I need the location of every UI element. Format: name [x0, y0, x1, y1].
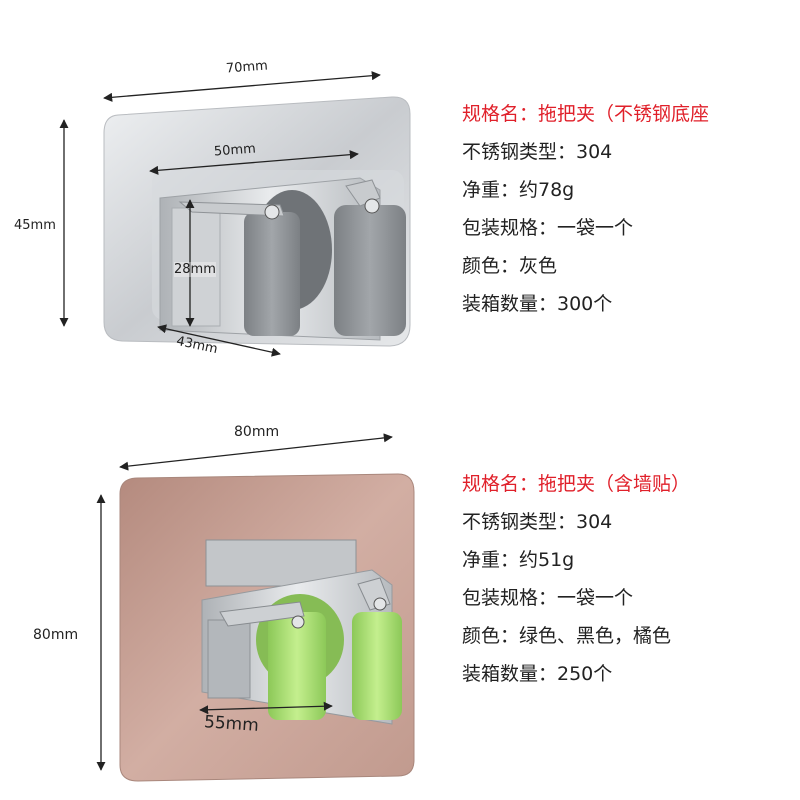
spec-weight: 净重：约78g	[462, 179, 575, 201]
spec-steel-type: 不锈钢类型：304	[462, 511, 613, 533]
screw-right	[364, 198, 380, 214]
dim-line-inner-width	[199, 701, 333, 715]
spec-panel-1: 规格名：拖把夹（不锈钢底座 不锈钢类型：304 净重：约78g 包装规格：一袋一…	[462, 95, 709, 323]
roller-left	[268, 612, 326, 720]
spec-panel-2: 规格名：拖把夹（含墙贴） 不锈钢类型：304 净重：约51g 包装规格：一袋一个…	[462, 465, 690, 693]
roller-left	[244, 212, 300, 336]
dim-label-width: 70mm	[225, 58, 269, 77]
spec-packaging: 包装规格：一袋一个	[462, 217, 634, 239]
dim-label-inner-width: 55mm	[203, 712, 260, 736]
lever-left	[219, 601, 305, 627]
spec-name: 规格名：拖把夹（不锈钢底座	[462, 103, 710, 125]
dim-label-width: 80mm	[234, 424, 280, 440]
spec-steel-type: 不锈钢类型：304	[462, 141, 613, 163]
spec-box-quantity: 装箱数量：250个	[462, 663, 613, 685]
screw-left	[291, 615, 305, 629]
spec-color: 颜色：灰色	[462, 255, 558, 277]
roller-right	[334, 205, 406, 336]
product1-image	[59, 71, 411, 357]
spec-packaging: 包装规格：一袋一个	[462, 587, 634, 609]
spec-box-quantity: 装箱数量：300个	[462, 293, 613, 315]
dim-line-width	[103, 71, 381, 102]
dim-line-inner-width	[149, 150, 359, 175]
bracket-side	[207, 619, 251, 699]
roller-right	[352, 612, 402, 720]
spec-color: 颜色：绿色、黑色，橘色	[462, 625, 672, 647]
dim-line-width	[119, 433, 393, 471]
dim-label-height: 45mm	[14, 218, 56, 233]
dim-label-inner-width: 50mm	[213, 141, 257, 160]
screw-left	[264, 204, 280, 220]
spec-weight: 净重：约51g	[462, 549, 575, 571]
dim-label-height: 80mm	[33, 627, 79, 643]
product2-image	[96, 433, 415, 782]
spec-name: 规格名：拖把夹（含墙贴）	[462, 473, 691, 495]
dim-label-inner-height: 28mm	[174, 262, 216, 277]
screw-right	[373, 597, 387, 611]
dim-line-depth	[157, 324, 281, 357]
